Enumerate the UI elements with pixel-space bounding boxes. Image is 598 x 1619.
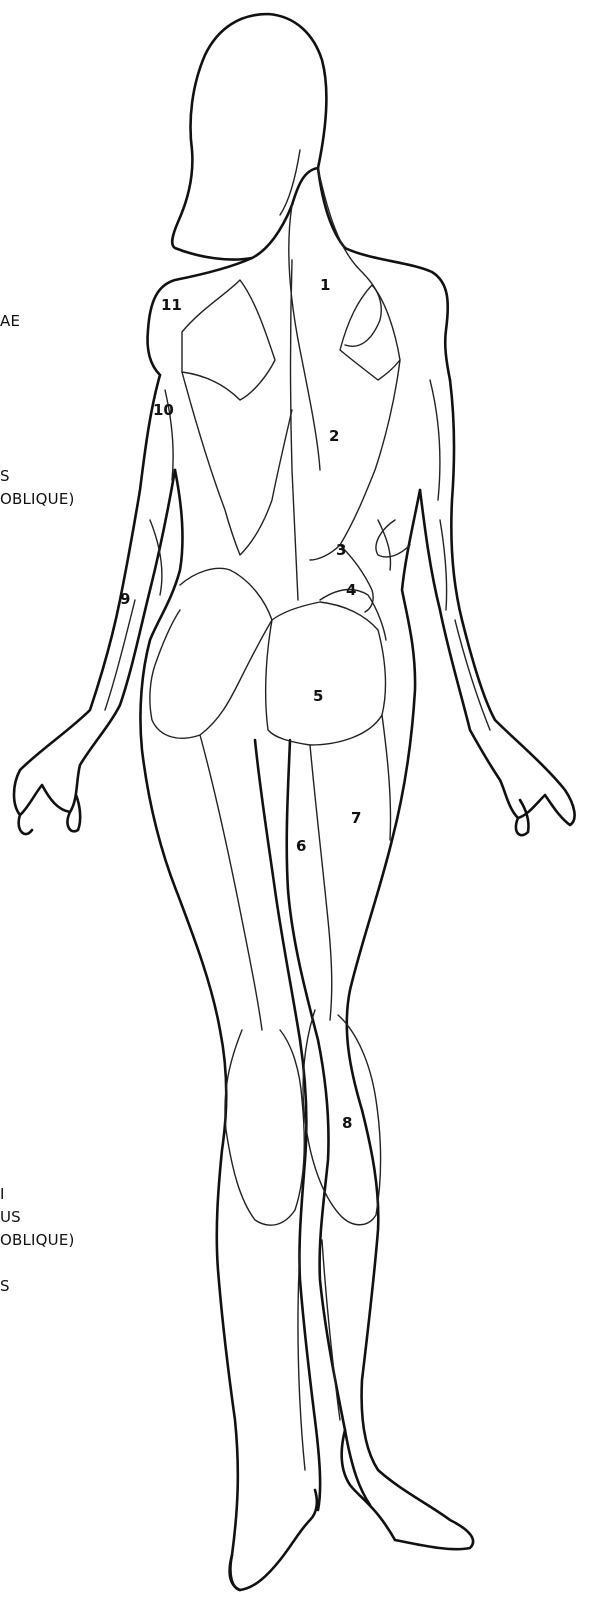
label-8: 8 xyxy=(342,1114,352,1132)
right-arm-muscle-lines xyxy=(430,380,490,730)
hair-strand xyxy=(280,150,300,215)
label-4: 4 xyxy=(346,581,356,599)
left-calf xyxy=(225,1030,304,1225)
left-foot-outline xyxy=(230,1490,317,1590)
side-text-ae: AE xyxy=(0,312,20,330)
spine-groove xyxy=(291,260,299,600)
side-text-oblique-upper: OBLIQUE) xyxy=(0,490,75,508)
trapezius xyxy=(289,168,382,470)
hamstring-lines xyxy=(200,715,391,1030)
label-9: 9 xyxy=(120,590,130,608)
label-7: 7 xyxy=(351,809,361,827)
label-1: 1 xyxy=(320,276,330,294)
side-text-s-upper: S xyxy=(0,467,10,485)
right-arm-outline xyxy=(420,380,575,825)
label-11: 11 xyxy=(161,296,182,314)
torso-right-outline xyxy=(318,168,450,380)
left-hand-thumb xyxy=(19,815,32,834)
left-gluteus-maximus xyxy=(150,610,272,738)
label-5: 5 xyxy=(313,687,323,705)
right-gluteus-maximus xyxy=(266,602,386,745)
side-text-oblique-lower: OBLIQUE) xyxy=(0,1231,75,1249)
side-text-s-lower: S xyxy=(0,1277,10,1295)
side-text-i: I xyxy=(0,1185,5,1203)
left-arm-outline xyxy=(14,375,175,815)
torso-left-outline xyxy=(148,258,253,375)
side-text-us: US xyxy=(0,1208,21,1226)
gluteus-medius xyxy=(180,568,386,640)
label-10: 10 xyxy=(153,401,174,419)
left-deltoid-scapula xyxy=(182,280,275,400)
right-deltoid-scapula xyxy=(340,285,400,380)
left-arm-muscle-lines xyxy=(105,390,173,710)
left-waist-outline xyxy=(140,470,240,1590)
label-2: 2 xyxy=(329,427,339,445)
label-6: 6 xyxy=(296,837,306,855)
hair-outline xyxy=(172,14,326,260)
right-waist-outline xyxy=(347,490,473,1549)
label-3: 3 xyxy=(336,541,346,559)
